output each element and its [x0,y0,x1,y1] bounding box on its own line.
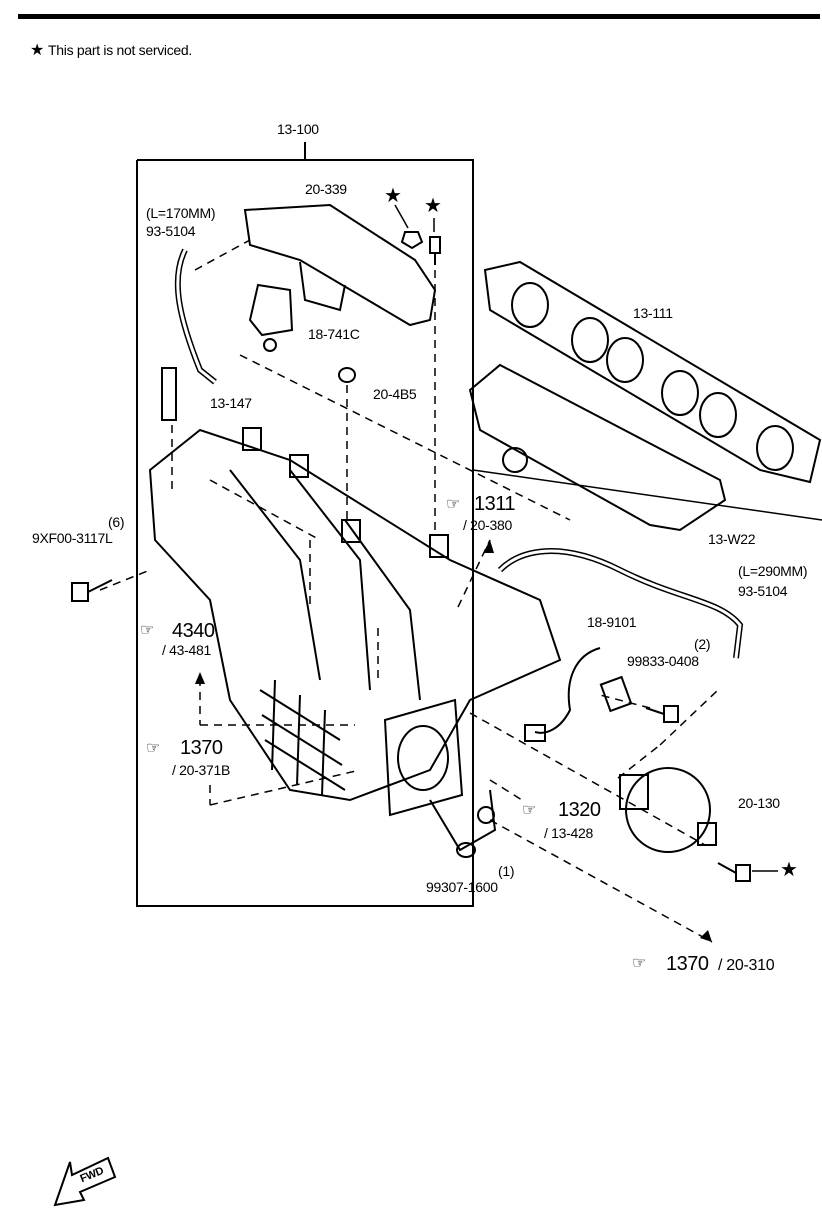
callout-9xf00-3117l: 9XF00-3117L [32,530,113,546]
callout-13-111: 13-111 [633,305,673,321]
ref-13-428: / 13-428 [544,825,593,841]
callout-13-100: 13-100 [277,121,319,137]
callout-93-5104-left: 93-5104 [146,223,196,239]
callout-20-130: 20-130 [738,795,780,811]
pointing-hand-icon: ☞ [632,955,647,972]
intake-manifold-body [148,428,562,802]
ref-1370-b[interactable]: 1370 [666,953,709,975]
service-note-text: This part is not serviced. [48,42,192,58]
pointing-hand-icon: ☞ [446,496,461,513]
ref-4340[interactable]: 4340 [172,620,215,642]
callout-18-741c: 18-741C [308,326,360,342]
pointing-hand-icon: ☞ [522,802,537,819]
callout-99307-1600: 99307-1600 [426,879,498,895]
manifold-gasket [483,260,822,484]
star-icon: ★ [30,42,45,59]
ref-1370[interactable]: 1370 [180,737,223,759]
ref-1311[interactable]: 1311 [474,493,516,515]
callout-99833-0408: 99833-0408 [627,653,699,669]
callout-18-9101: 18-9101 [587,614,637,630]
service-note: ★This part is not serviced. [30,40,192,60]
solenoid-part [248,283,294,337]
callout-20-339: 20-339 [305,181,347,197]
heat-shield-part [468,363,727,532]
ref-20-380: / 20-380 [463,517,512,533]
sensor-harness [534,647,601,734]
throttle-body [383,698,464,817]
star-icon: ★ [384,185,402,207]
callout-20-4b5: 20-4B5 [373,386,417,402]
callout-qty-2: (2) [694,636,711,652]
callout-13-w22: 13-W22 [708,531,756,547]
assembly-bracket [136,159,474,907]
callout-qty-6: (6) [108,514,125,530]
ref-20-310: / 20-310 [718,957,775,974]
star-icon: ★ [780,859,798,881]
pointing-hand-icon: ☞ [140,622,155,639]
callout-hose-left-length: (L=170MM) [146,205,216,221]
screw-99833 [645,705,679,723]
screw-20-130 [717,862,751,882]
cover-part [243,203,437,327]
star-icon: ★ [424,195,442,217]
ref-20-371b: / 20-371B [172,762,231,778]
bolt-9xf00 [71,579,113,602]
fwd-arrow [53,1156,117,1207]
stud-part [161,367,177,421]
ref-43-481: / 43-481 [162,642,211,658]
callout-93-5104-right: 93-5104 [738,583,788,599]
ref-1320[interactable]: 1320 [558,799,601,821]
pointing-hand-icon: ☞ [146,740,161,757]
callout-qty-1: (1) [498,863,515,879]
callout-hose-right-length: (L=290MM) [738,563,808,579]
callout-13-147: 13-147 [210,395,252,411]
top-rule [18,14,820,19]
